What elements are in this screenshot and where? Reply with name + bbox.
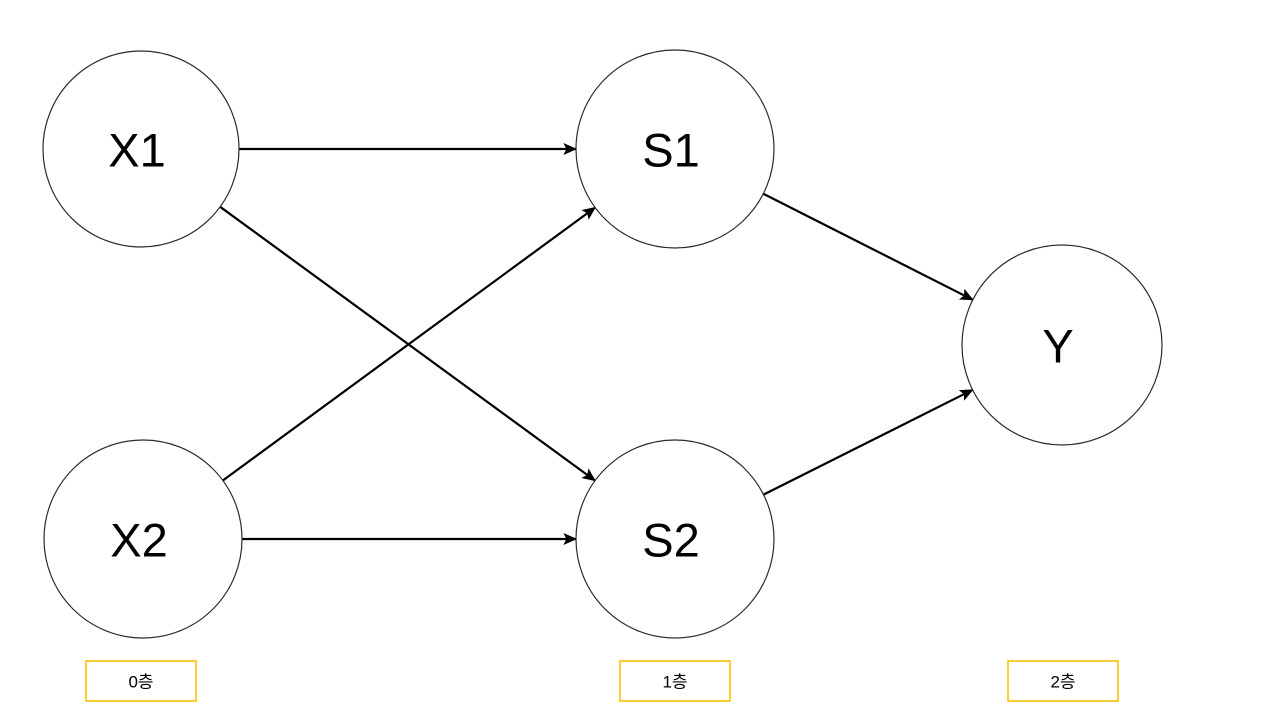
node-group: X1 X2 S1 S2 Y — [42, 49, 1163, 639]
edge-x2-to-s1[interactable] — [222, 206, 597, 482]
node-x1-label: X1 — [108, 124, 166, 177]
layer-box-2-border — [1007, 660, 1119, 702]
node-s2-circle[interactable] — [575, 439, 775, 639]
node-s2[interactable]: S2 — [575, 439, 775, 639]
layer-box-0[interactable]: 0층 — [85, 660, 197, 702]
layer-label-group: 0층 1층 2층 — [85, 660, 1119, 702]
layer-box-2-label: 2층 — [1050, 673, 1075, 692]
layer-box-2[interactable]: 2층 — [1007, 660, 1119, 702]
layer-box-0-border — [85, 660, 197, 702]
edge-s1-to-y[interactable] — [762, 192, 974, 301]
node-x1[interactable]: X1 — [42, 50, 240, 248]
node-s1-label: S1 — [642, 124, 700, 177]
node-s1[interactable]: S1 — [575, 49, 775, 249]
node-y[interactable]: Y — [961, 244, 1163, 446]
node-s2-label: S2 — [642, 514, 700, 567]
node-s1-circle[interactable] — [575, 49, 775, 249]
edge-group — [219, 142, 974, 546]
layer-box-0-label: 0층 — [128, 673, 153, 692]
node-y-label: Y — [1042, 320, 1073, 373]
layer-box-1-label: 1층 — [662, 673, 687, 692]
edge-s2-to-y[interactable] — [763, 388, 974, 496]
node-x2-label: X2 — [110, 514, 168, 567]
node-x1-circle[interactable] — [42, 50, 240, 248]
node-x2[interactable]: X2 — [43, 439, 243, 639]
node-x2-circle[interactable] — [43, 439, 243, 639]
node-y-circle[interactable] — [961, 244, 1163, 446]
layer-box-1[interactable]: 1층 — [619, 660, 731, 702]
layer-box-1-border — [619, 660, 731, 702]
